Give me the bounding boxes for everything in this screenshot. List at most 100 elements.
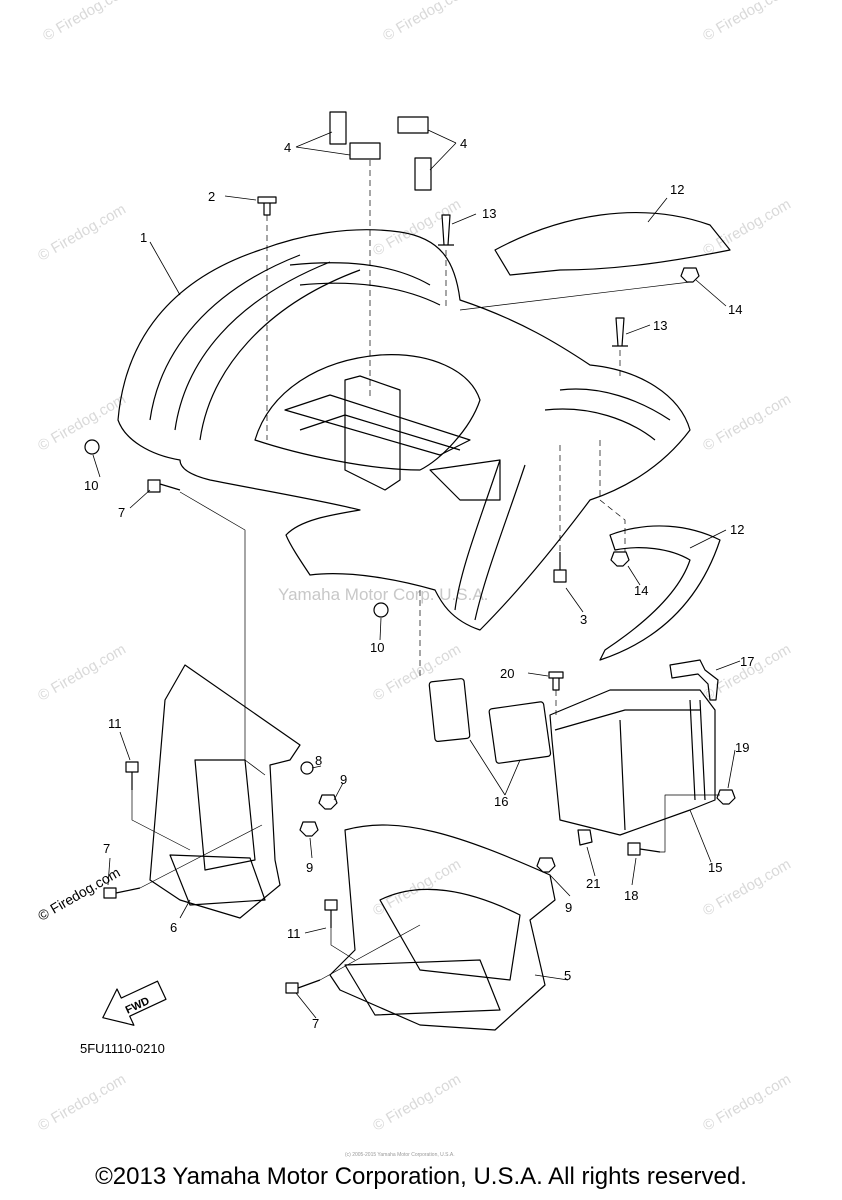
fender-rib (454, 459, 501, 611)
leader-line (527, 672, 549, 677)
leader-line (451, 213, 477, 225)
leader-line (92, 454, 101, 478)
fwd-arrow-icon (102, 980, 167, 1026)
leader-line (309, 837, 313, 859)
callout-21: 21 (586, 876, 600, 891)
callout-2: 2 (208, 189, 215, 204)
callout-1: 1 (140, 230, 147, 245)
leader-line (107, 857, 111, 886)
bolt-20 (548, 671, 564, 691)
leader-line (304, 927, 327, 934)
bolt-11-right (324, 899, 338, 928)
seal-pad-right (488, 701, 552, 764)
callout-12: 12 (730, 522, 744, 537)
callout-3: 3 (580, 612, 587, 627)
alignment-line (660, 794, 720, 853)
pad-4a (329, 111, 347, 145)
leader-line (129, 489, 151, 509)
alignment-line (330, 928, 356, 961)
callout-9: 9 (565, 900, 572, 915)
alignment-line (131, 790, 191, 851)
pad-4d (414, 157, 432, 191)
footrest-right (329, 824, 556, 1031)
fender-rib (559, 388, 671, 421)
bolt-7-right (285, 979, 321, 994)
footrest-left-panel (194, 759, 256, 871)
bolt-11-left (125, 761, 139, 790)
callout-19: 19 (735, 740, 749, 755)
tool-box (549, 689, 716, 836)
bolt-3 (553, 552, 567, 583)
rear-fender (117, 229, 691, 631)
leader-line (379, 617, 382, 641)
pad-4c (397, 116, 429, 134)
nut-19 (716, 789, 736, 805)
copyright-footer: ©2013 Yamaha Motor Corporation, U.S.A. A… (95, 1163, 747, 1190)
nut-14-top (680, 267, 700, 283)
fender-opening (254, 354, 481, 471)
leader-line (295, 992, 317, 1019)
leader-line (333, 782, 344, 801)
clip-10-left (84, 439, 100, 455)
fender-rib (544, 408, 656, 441)
callout-11: 11 (108, 716, 122, 731)
nut-9a (318, 794, 338, 810)
leader-line (534, 974, 569, 981)
pad-4b (349, 142, 381, 160)
bolt-18 (627, 842, 661, 856)
leader-line (427, 129, 457, 171)
leader-line (727, 749, 736, 789)
nut-14-mid (610, 551, 630, 567)
leader-line (119, 731, 131, 761)
alignment-line (139, 824, 263, 889)
rivet-13-top (438, 214, 454, 246)
callout-9: 9 (306, 860, 313, 875)
callout-13: 13 (653, 318, 667, 333)
leader-line (469, 739, 521, 796)
footrest-right-panel (379, 888, 521, 981)
fender-rib (149, 254, 301, 421)
callout-7: 7 (103, 841, 110, 856)
callout-17: 17 (740, 654, 754, 669)
footrest-right-step (344, 959, 501, 1016)
leader-line (149, 241, 181, 296)
tiny-copyright: (c) 2005-2015 Yamaha Motor Corporation, … (345, 1152, 455, 1158)
tool-box-lid (554, 709, 700, 831)
callout-14: 14 (634, 583, 648, 598)
carrier-frame (284, 394, 471, 456)
leader-line (311, 765, 322, 769)
callout-4: 4 (284, 140, 291, 155)
callout-15: 15 (708, 860, 722, 875)
leader-line (689, 809, 712, 863)
rivet-13-mid (612, 317, 628, 347)
leader-line (295, 131, 351, 156)
washer-8 (300, 761, 314, 775)
nut-9b (299, 821, 319, 837)
callout-6: 6 (170, 920, 177, 935)
carrier-frame (344, 375, 401, 491)
fender-rib (199, 269, 361, 441)
diagram-code: 5FU1110-0210 (80, 1041, 165, 1056)
fender-rib (474, 464, 526, 621)
center-watermark: Yamaha Motor Corp. U.S.A. (278, 585, 489, 604)
leader-line (179, 899, 191, 919)
alignment-line (179, 491, 266, 776)
leader-line (695, 279, 727, 307)
fender-rib (174, 261, 331, 431)
callout-12: 12 (670, 182, 684, 197)
fwd-label: FWD (124, 995, 152, 1016)
callout-7: 7 (312, 1016, 319, 1031)
bolt-7-left (103, 887, 141, 899)
callout-8: 8 (315, 753, 322, 768)
leader-line (224, 195, 257, 201)
carrier-frame (429, 459, 501, 501)
callout-10: 10 (370, 640, 384, 655)
assembly-line (599, 440, 626, 552)
callout-10: 10 (84, 478, 98, 493)
fender-rib (289, 262, 431, 286)
bolt-7-top (147, 479, 181, 493)
nut-9c (536, 857, 556, 873)
clip-21 (577, 829, 593, 846)
leader-line (631, 857, 637, 886)
